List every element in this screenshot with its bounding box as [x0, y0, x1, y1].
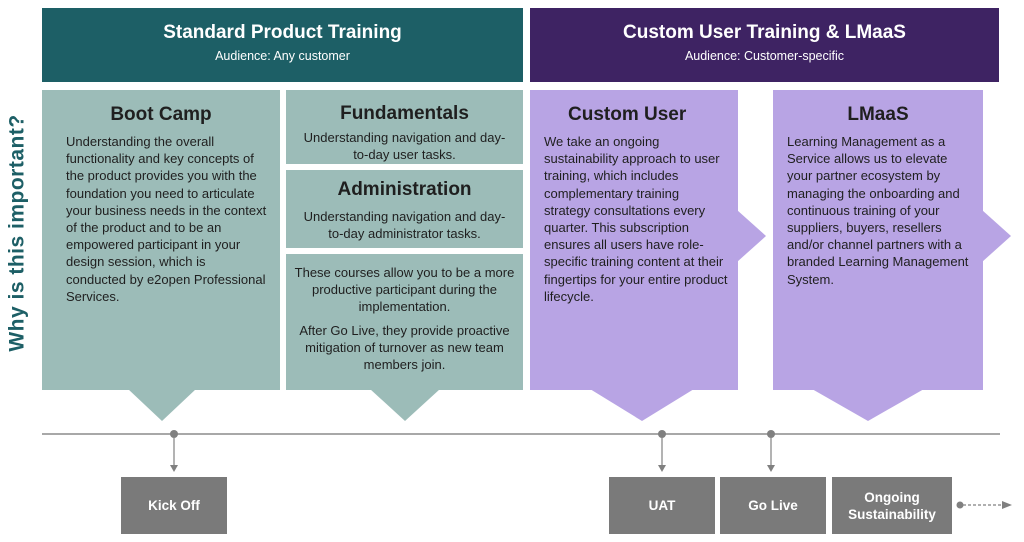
- uat-marker: [658, 430, 666, 438]
- courses-note-p1: These courses allow you to be a more pro…: [294, 265, 515, 315]
- lmaas-pointer: [812, 389, 924, 421]
- administration-text: Understanding navigation and day-to-day …: [303, 209, 506, 242]
- uat-label: UAT: [648, 498, 676, 513]
- boot-camp-title: Boot Camp: [110, 104, 212, 125]
- milestone-uat: UAT: [609, 477, 715, 534]
- standard-training-audience: Audience: Any customer: [215, 49, 350, 63]
- ongoing-arrow-start: [956, 501, 964, 509]
- boot-camp-text: Understanding the overall functionality …: [66, 134, 267, 304]
- custom-user-side-arrow: [737, 210, 766, 262]
- custom-training-audience: Audience: Customer-specific: [684, 49, 845, 63]
- lmaas-box: LMaaS Learning Management as a Service a…: [773, 90, 983, 390]
- lmaas-text: Learning Management as a Service allows …: [787, 134, 969, 287]
- custom-user-box: Custom User We take an ongoing sustainab…: [530, 90, 738, 390]
- custom-training-header: Custom User Training & LMaaS Audience: C…: [530, 8, 999, 82]
- ongoing-arrow-head: [1002, 501, 1012, 509]
- courses-note-box: These courses allow you to be a more pro…: [286, 254, 523, 390]
- custom-user-title: Custom User: [568, 104, 687, 125]
- go-live-label: Go Live: [748, 498, 798, 513]
- kick-off-label: Kick Off: [148, 498, 200, 513]
- custom-user-pointer: [590, 389, 694, 421]
- lmaas-side-arrow: [982, 210, 1011, 262]
- go-live-marker: [767, 430, 775, 438]
- fundamentals-title: Fundamentals: [340, 103, 469, 124]
- administration-box: Administration Understanding navigation …: [286, 170, 523, 248]
- kick-off-marker: [170, 430, 178, 438]
- custom-training-title: Custom User Training & LMaaS: [623, 22, 906, 43]
- lmaas-title: LMaaS: [847, 104, 909, 125]
- fundamentals-box: Fundamentals Understanding navigation an…: [286, 90, 523, 164]
- ongoing-sustainability-label: Ongoing Sustainability: [848, 489, 936, 522]
- courses-pointer: [370, 389, 440, 421]
- standard-training-header: Standard Product Training Audience: Any …: [42, 8, 523, 82]
- courses-note-p2: After Go Live, they provide proactive mi…: [299, 322, 510, 373]
- standard-training-title: Standard Product Training: [163, 22, 402, 43]
- milestone-go-live: Go Live: [720, 477, 826, 534]
- milestone-ongoing-sustainability: Ongoing Sustainability: [832, 477, 952, 534]
- fundamentals-text: Understanding navigation and day-to-day …: [303, 130, 506, 163]
- milestone-kick-off: Kick Off: [121, 477, 227, 534]
- boot-camp-pointer: [128, 389, 196, 421]
- administration-title: Administration: [337, 179, 472, 200]
- custom-user-text: We take an ongoing sustainability approa…: [544, 134, 728, 304]
- boot-camp-box: Boot Camp Understanding the overall func…: [42, 90, 280, 390]
